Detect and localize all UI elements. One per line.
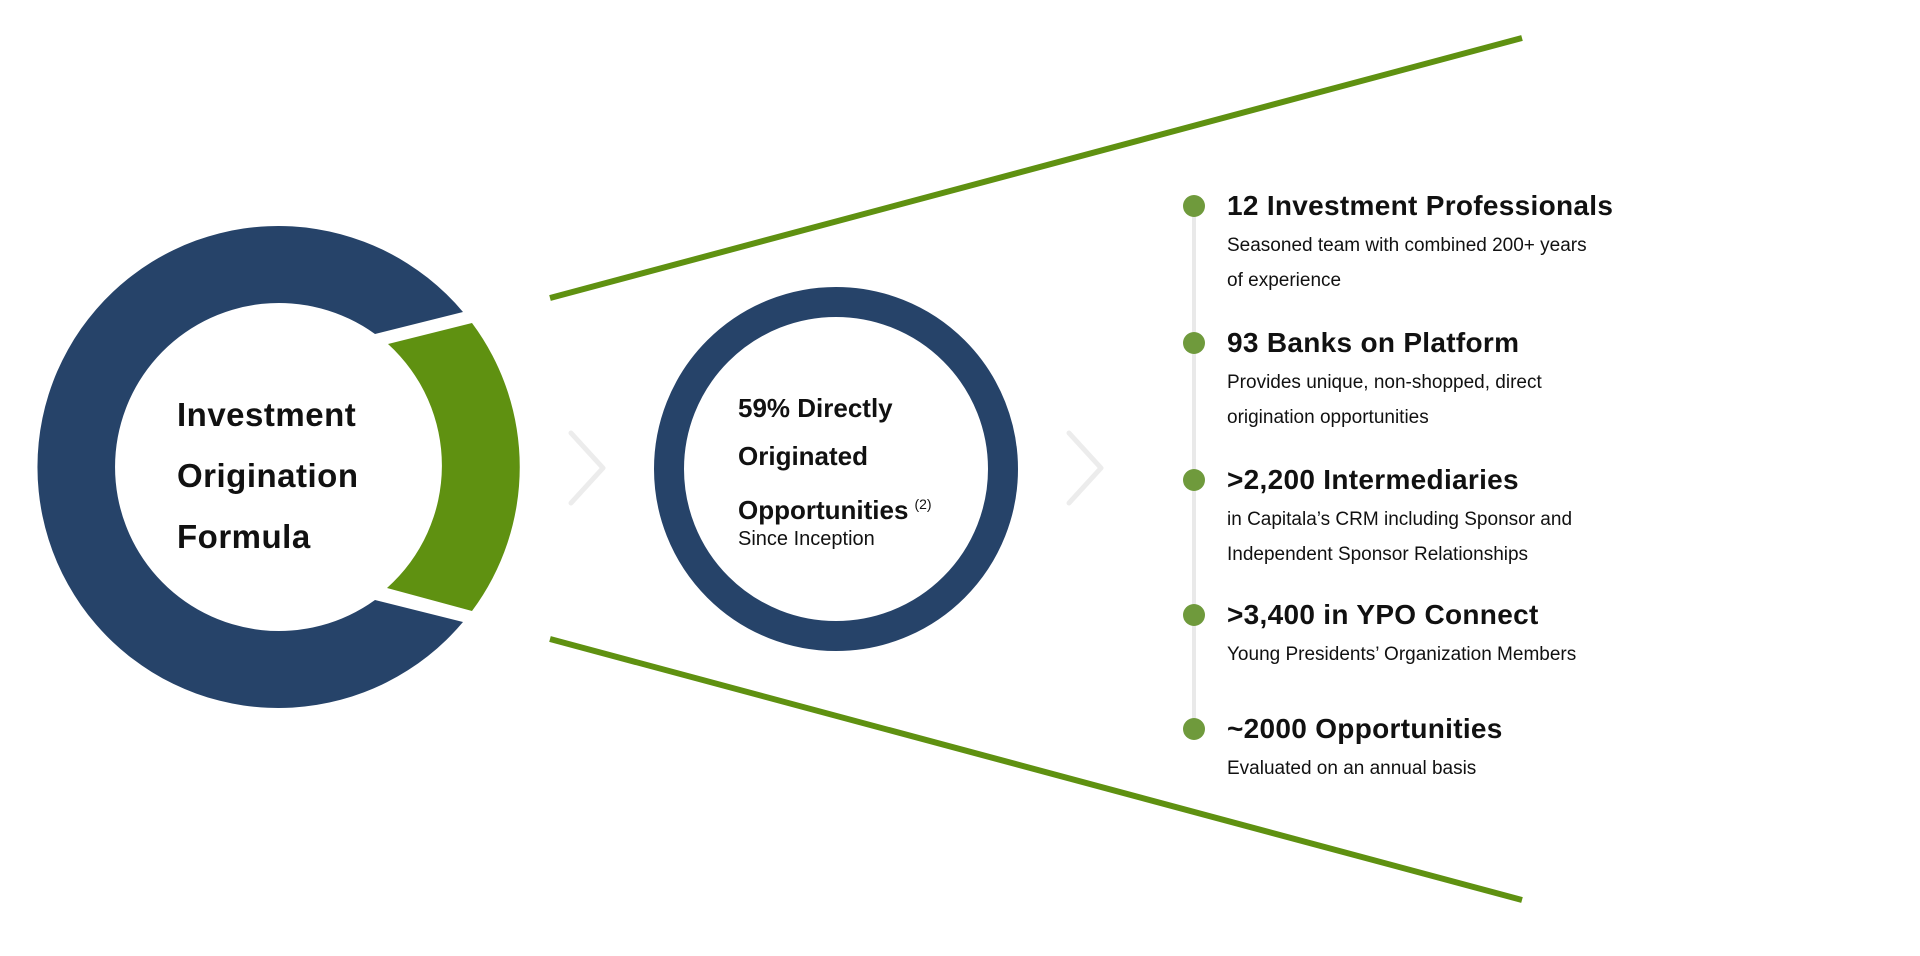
direct-origination-ring [654, 287, 1018, 651]
footnote-marker: (2) [914, 496, 932, 512]
middle-line: 59% Directly [738, 393, 893, 423]
item-description: Seasoned team with combined 200+ years o… [1227, 235, 1587, 291]
item-title: ~2000 Opportunities [1227, 713, 1503, 744]
funnel-bottom-line [549, 636, 1523, 903]
list-item: 12 Investment Professionals Seasoned tea… [1180, 186, 1613, 298]
formula-label: Investment Origination Formula [177, 384, 359, 567]
formula-ring-navy-segment [37, 226, 464, 709]
list-item: >2,200 Intermediaries in Capitala’s CRM … [1180, 460, 1657, 572]
item-description: Provides unique, non-shopped, direct ori… [1227, 372, 1542, 428]
list-item: 93 Banks on Platform Provides unique, no… [1180, 323, 1627, 435]
bullet-dot-icon [1183, 718, 1205, 740]
item-title: 12 Investment Professionals [1227, 190, 1614, 221]
middle-line: Originated [738, 441, 869, 471]
item-description: Evaluated on an annual basis [1227, 758, 1477, 779]
formula-line: Investment [177, 396, 357, 433]
middle-subtitle: Since Inception [738, 528, 875, 550]
formula-line: Origination [177, 457, 359, 494]
chevron-right-icon [1066, 430, 1104, 506]
item-title: >2,200 Intermediaries [1227, 464, 1519, 495]
list-item: ~2000 Opportunities Evaluated on an annu… [1180, 709, 1647, 786]
bullet-dot-icon [1183, 469, 1205, 491]
funnel-top-line [549, 35, 1523, 301]
item-title: >3,400 in YPO Connect [1227, 599, 1539, 630]
list-item: >3,400 in YPO Connect Young Presidents’ … [1180, 595, 1667, 672]
formula-line: Formula [177, 518, 311, 555]
formula-ring-green-segment [387, 323, 520, 611]
direct-origination-label: 59% Directly Originated Opportunities (2)… [738, 384, 932, 552]
item-title: 93 Banks on Platform [1227, 327, 1520, 358]
item-description: in Capitala’s CRM including Sponsor and … [1227, 509, 1573, 565]
bullet-dot-icon [1183, 604, 1205, 626]
chevron-right-icon [568, 430, 606, 506]
item-description: Young Presidents’ Organization Members [1227, 644, 1577, 665]
bullet-dot-icon [1183, 195, 1205, 217]
middle-line: Opportunities [738, 495, 909, 525]
bullet-dot-icon [1183, 332, 1205, 354]
